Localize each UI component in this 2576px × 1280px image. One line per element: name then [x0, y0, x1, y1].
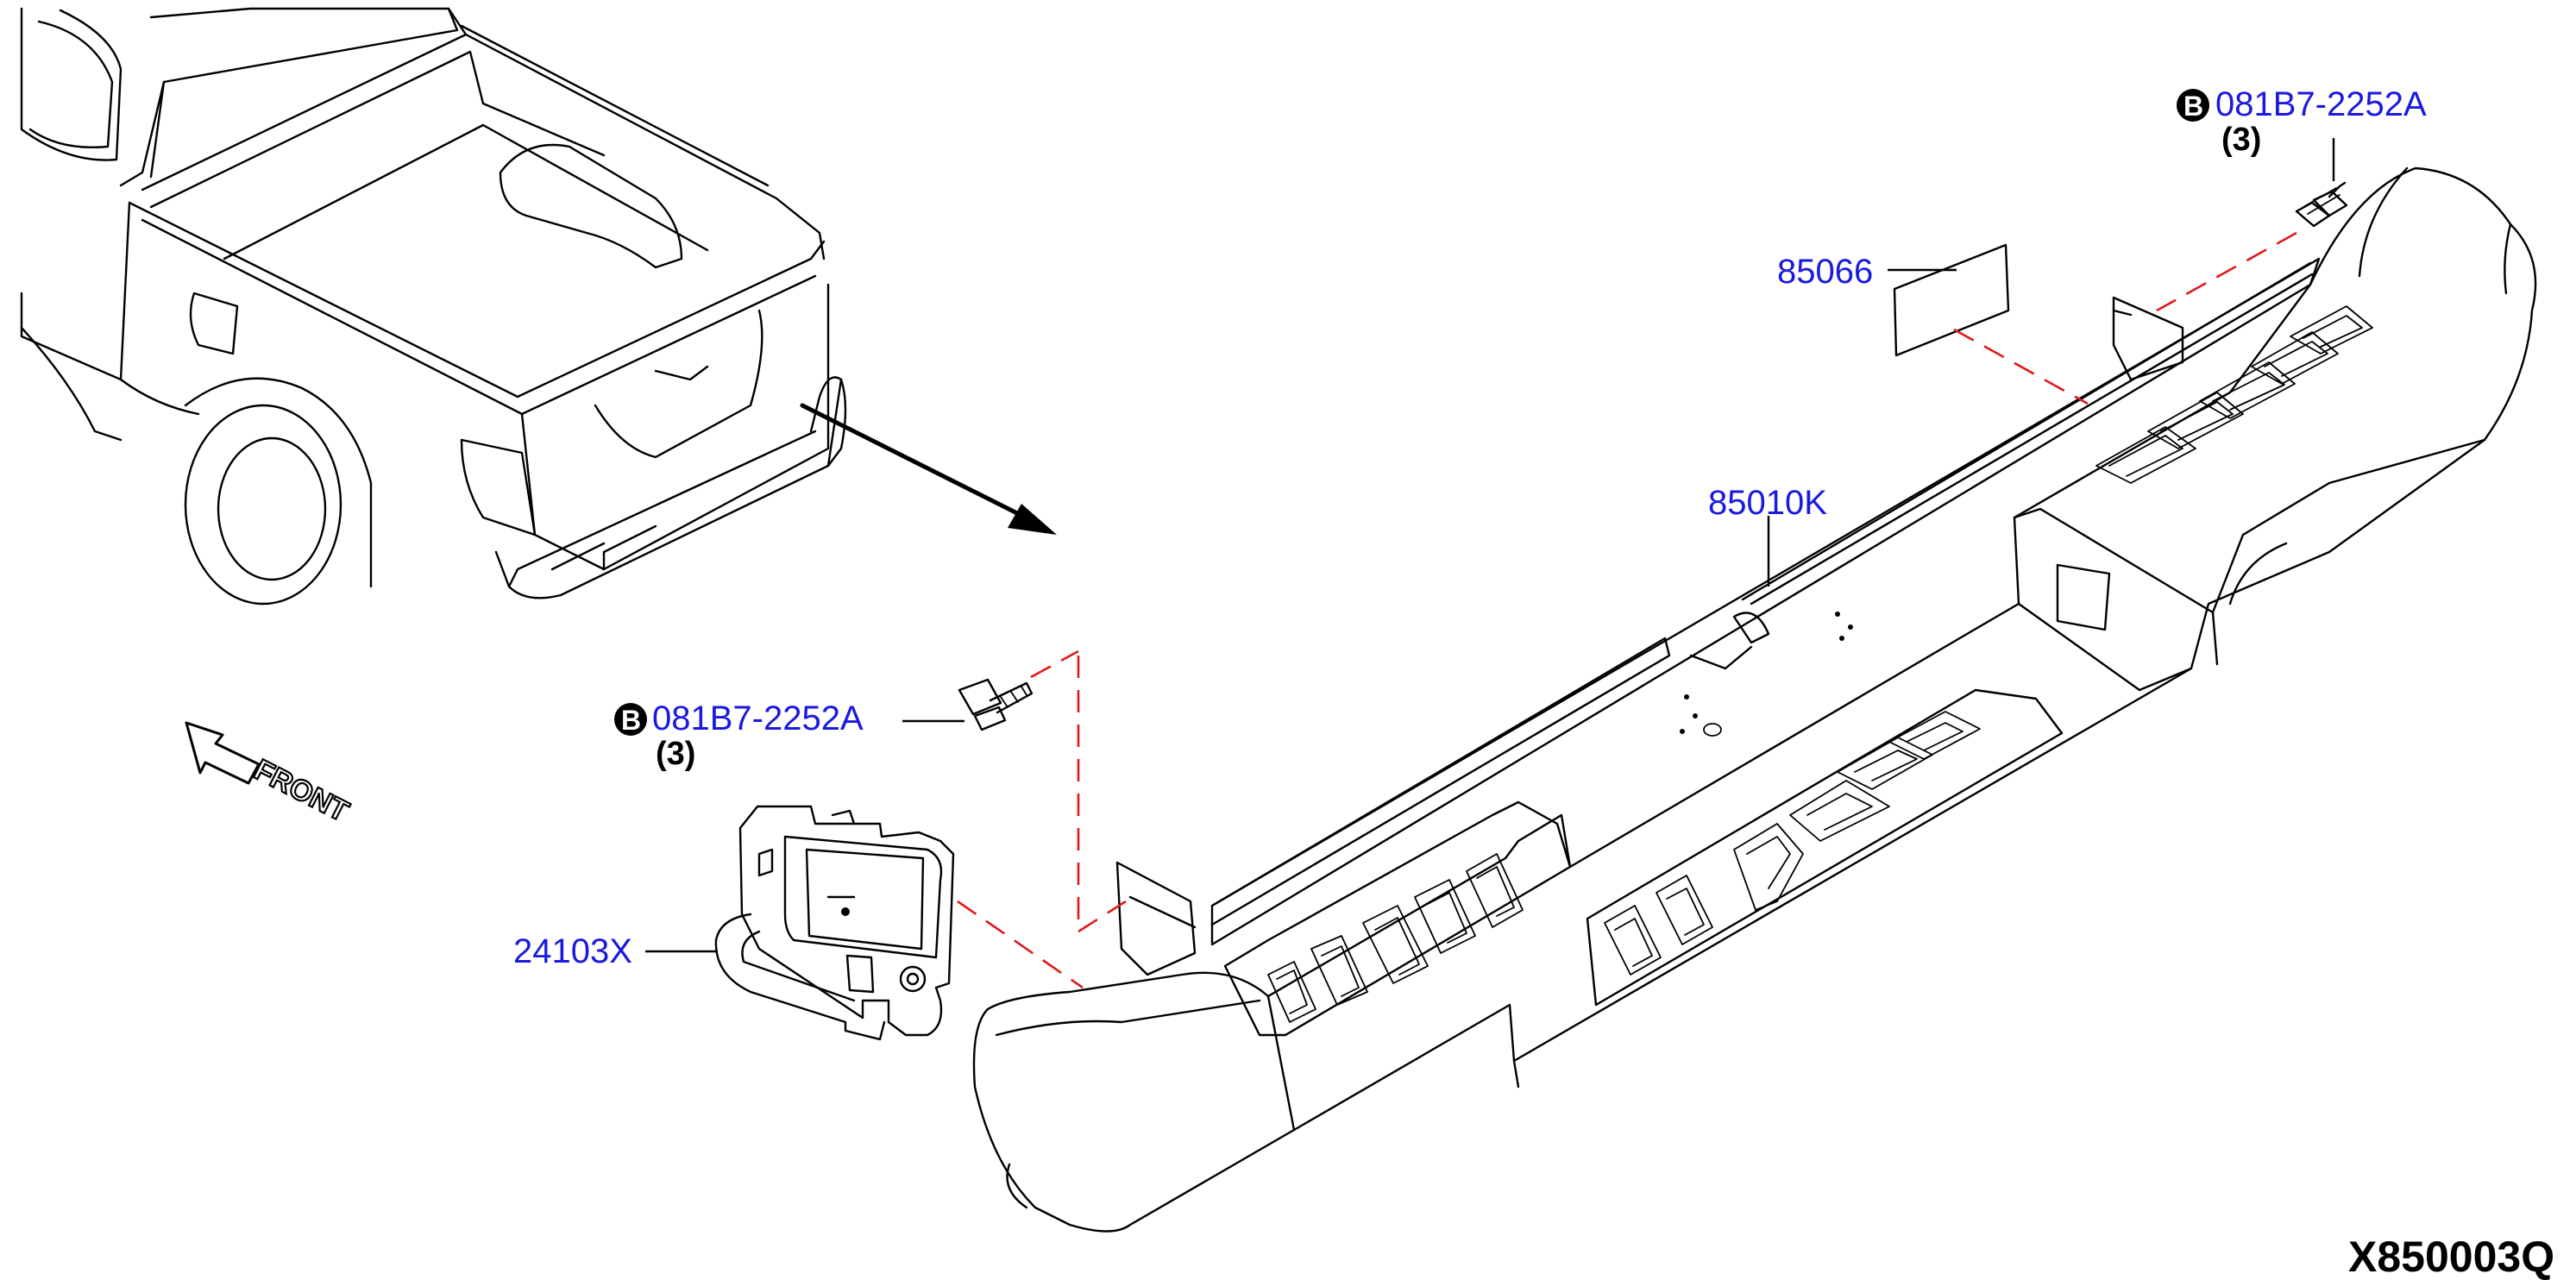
callout-bumper: 85010K: [1708, 484, 1827, 522]
qty-bolt-lower: (3): [656, 736, 695, 772]
badge-b-upper-letter: B: [2183, 91, 2203, 122]
callout-label-plate: 85066: [1777, 253, 1873, 291]
callout-bolt-lower: B 081B7-2252A (3): [614, 700, 864, 772]
leader-lines: [645, 138, 2335, 953]
rear-bumper-illustration: [972, 166, 2537, 1233]
detail-arrow: [800, 403, 1057, 535]
upper-bolt-illustration: [2295, 181, 2348, 228]
drawing-code: X850003Q: [2348, 1233, 2554, 1280]
badge-b-upper: [2177, 89, 2209, 122]
callout-bolt-upper: B 081B7-2252A (3): [2177, 85, 2427, 158]
part-number-bolt-lower[interactable]: 081B7-2252A: [652, 700, 864, 737]
part-number-sensor[interactable]: 24103X: [513, 932, 632, 970]
qty-bolt-upper: (3): [2221, 122, 2261, 158]
lower-bolt-illustration: [958, 678, 1034, 731]
part-number-bumper[interactable]: 85010K: [1708, 484, 1827, 522]
front-label: FRONT: [248, 753, 354, 828]
truck-illustration: [20, 7, 847, 605]
assembly-guides: [957, 231, 2297, 989]
sensor-illustration: [714, 805, 955, 1041]
callout-sensor: 24103X: [513, 932, 632, 970]
badge-b-lower-letter: B: [621, 705, 641, 736]
badge-b-lower: [614, 703, 647, 736]
label-plate-illustration: [1893, 243, 2010, 357]
part-number-bolt-upper[interactable]: 081B7-2252A: [2215, 85, 2427, 123]
front-direction-indicator: FRONT: [185, 721, 355, 829]
part-number-label-plate[interactable]: 85066: [1777, 253, 1873, 291]
